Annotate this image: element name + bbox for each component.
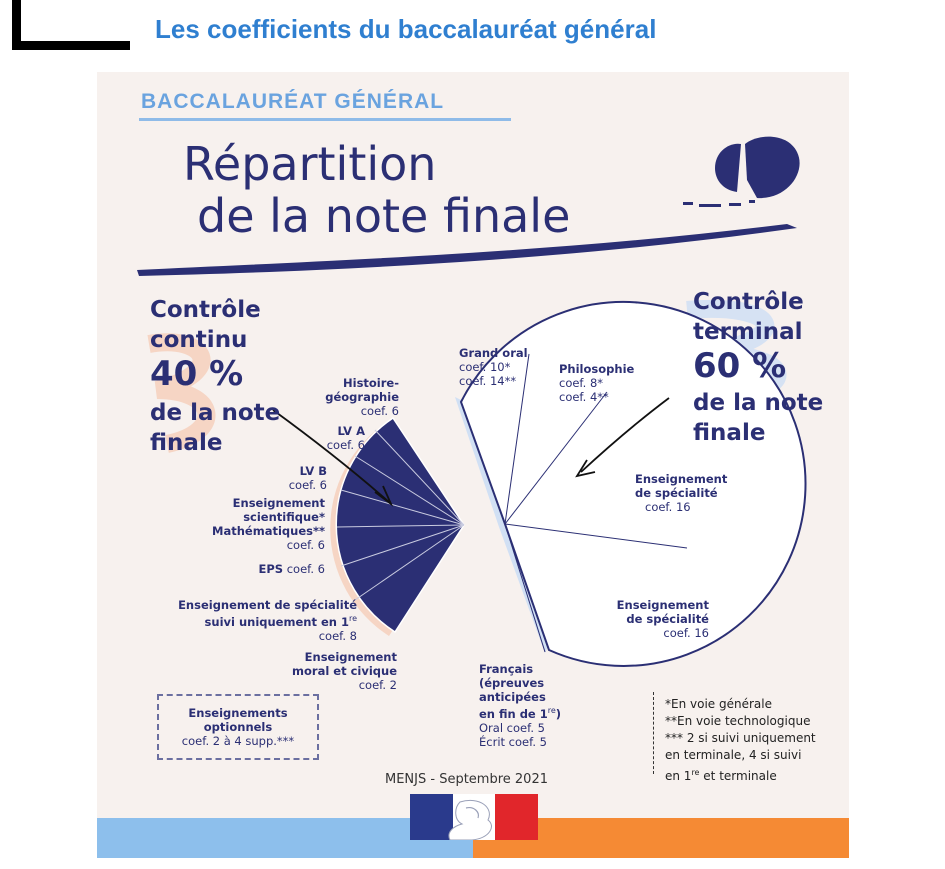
credit-text: MENJS - Septembre 2021 xyxy=(385,772,548,787)
controle-continu-sector xyxy=(335,416,465,634)
footnotes: *En voie générale **En voie technologiqu… xyxy=(665,697,816,783)
optional-box xyxy=(157,694,319,760)
poster-title-line2: de la note finale xyxy=(197,189,571,243)
notes-divider xyxy=(653,692,655,774)
pie-chart xyxy=(330,300,807,667)
arrow-terminal xyxy=(575,397,670,478)
infographic-poster: BACCALAURÉAT GÉNÉRAL Répartition de la n… xyxy=(97,72,849,858)
marianne-logo-icon xyxy=(410,794,538,840)
cc-percent: 40 % xyxy=(150,354,244,394)
ct-line3: de la note xyxy=(693,390,824,416)
slide-title: Les coefficients du baccalauréat général xyxy=(155,14,657,44)
label-eps: EPS coef. 6 xyxy=(258,562,325,576)
ct-percent: 60 % xyxy=(693,346,787,386)
poster-title-line1: Répartition xyxy=(183,137,437,191)
cc-line1: Contrôle xyxy=(150,297,261,323)
pie-logo-icon xyxy=(683,136,800,207)
highlight-swash-left xyxy=(147,333,216,453)
continu-dividers xyxy=(336,429,465,601)
cc-line4: finale xyxy=(150,430,223,456)
brush-stroke xyxy=(137,224,797,276)
controle-terminal-sector xyxy=(459,300,807,667)
cc-line3: de la note xyxy=(150,400,281,426)
arrow-continu xyxy=(272,409,394,507)
cc-line2: continu xyxy=(150,327,248,353)
poster-decor xyxy=(137,136,807,667)
ct-line4: finale xyxy=(693,420,766,446)
tag-underline xyxy=(139,118,511,121)
corner-bracket xyxy=(12,0,130,50)
terminal-dividers xyxy=(504,353,688,653)
ct-line2: terminal xyxy=(693,319,803,345)
ct-line1: Contrôle xyxy=(693,289,804,315)
poster-tag: BACCALAURÉAT GÉNÉRAL xyxy=(141,90,445,113)
